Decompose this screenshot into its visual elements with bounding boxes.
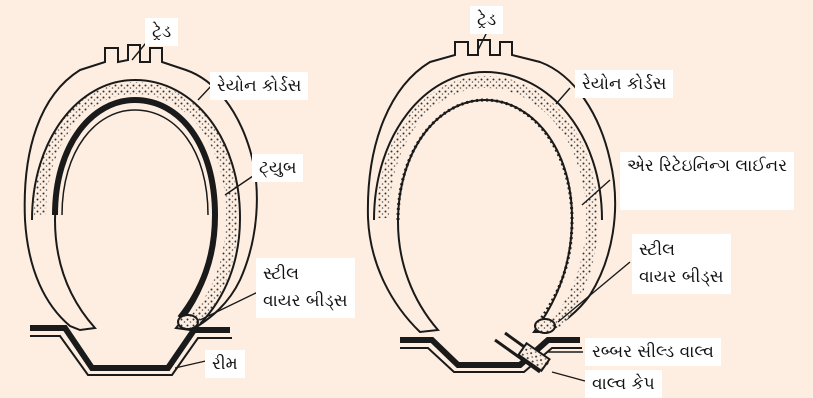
right-rubber-seal-valve-label: રબ્બર સીલ્ડ વાલ્વ <box>585 338 721 366</box>
right-valve-cap-label: વાલ્વ કેપ <box>585 370 662 398</box>
right-tread-label: ટ્રેડ <box>470 6 503 34</box>
left-tube <box>55 100 215 318</box>
left-tube-label: ટ્યુબ <box>252 154 303 182</box>
left-steel-wire-beads-label: સ્ટીલ વાયર બીડ્સ <box>256 258 355 318</box>
left-rim-label: રીમ <box>205 350 245 378</box>
right-steel-wire-beads-label: સ્ટીલ વાયર બીડ્સ <box>632 234 731 294</box>
left-tread-label: ટ્રેડ <box>145 18 178 46</box>
right-bead <box>535 319 555 333</box>
left-bead <box>178 315 198 329</box>
right-air-retaining-liner-label: એર રિટેઇનિન્ગ લાઈનર <box>620 152 794 210</box>
right-rayon-cords-label: રેયોન કોર્ડસ <box>575 70 673 98</box>
left-rayon-cords-label: રેયોન કોર્ડસ <box>210 72 308 100</box>
